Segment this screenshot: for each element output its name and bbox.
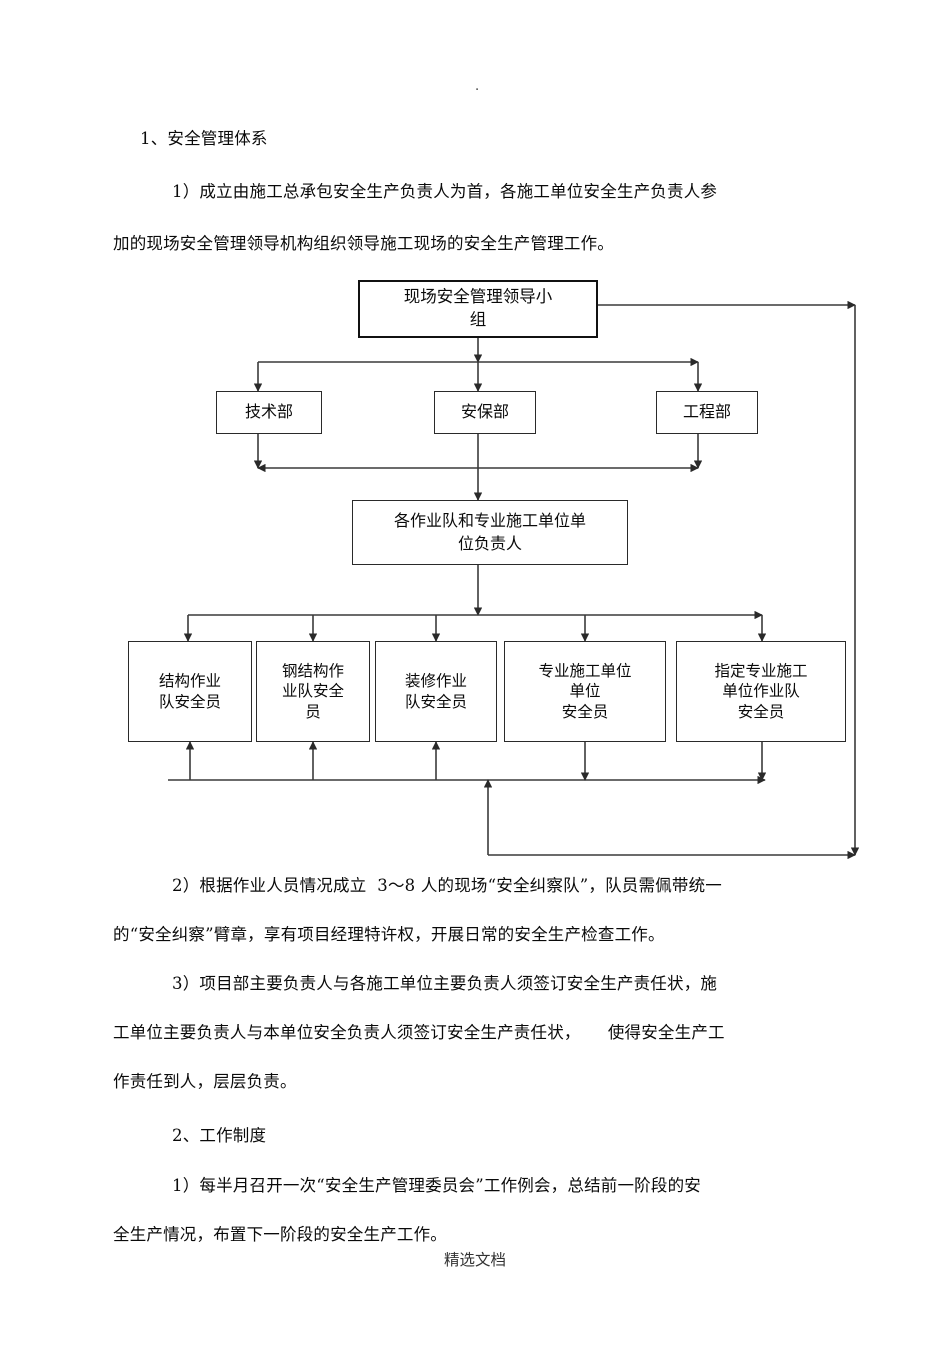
section-2-para-1-line-1: 1）每半月召开一次“安全生产管理委员会”工作例会，总结前一阶段的安 [172,1176,701,1195]
section-1-para-3-line-2: 工单位主要负责人与本单位安全负责人须签订安全生产责任状， 使得安全生产工 [113,1023,725,1042]
section-1-para-3-line-3: 作责任到人，层层负责。 [113,1072,297,1091]
section-1-para-1-line-2: 加的现场安全管理领导机构组织领导施工现场的安全生产管理工作。 [113,234,614,253]
org-node-level2-1: 安保部 [434,391,536,434]
org-node-level1: 现场安全管理领导小 组 [358,280,598,338]
org-node-level4-1: 钢结构作 业队安全 员 [256,641,370,742]
section-1-para-2-line-1: 2）根据作业人员情况成立 3～8 人的现场“安全纠察队”，队员需佩带统一 [172,876,722,895]
org-node-level4-4: 指定专业施工 单位作业队 安全员 [676,641,846,742]
org-node-level4-3: 专业施工单位 单位 安全员 [504,641,666,742]
page-footer: 精选文档 [443,1251,506,1269]
top-dot-mark: . [475,79,480,94]
org-node-level2-2: 工程部 [656,391,758,434]
section-2-para-1-line-2: 全生产情况，布置下一阶段的安全生产工作。 [113,1225,447,1244]
section-2-title: 2、工作制度 [172,1126,267,1145]
org-node-level4-2: 装修作业 队安全员 [375,641,497,742]
section-1-title: 1、安全管理体系 [140,129,268,148]
org-node-level3: 各作业队和专业施工单位单 位负责人 [352,500,628,565]
section-1-para-2-line-2: 的“安全纠察”臂章，享有项目经理特许权，开展日常的安全生产检查工作。 [113,925,665,944]
section-1-para-1-line-1: 1）成立由施工总承包安全生产负责人为首，各施工单位安全生产负责人参 [172,182,718,201]
org-node-level4-0: 结构作业 队安全员 [128,641,252,742]
section-1-para-3-line-1: 3）项目部主要负责人与各施工单位主要负责人须签订安全生产责任状，施 [172,974,718,993]
org-node-level2-0: 技术部 [216,391,322,434]
